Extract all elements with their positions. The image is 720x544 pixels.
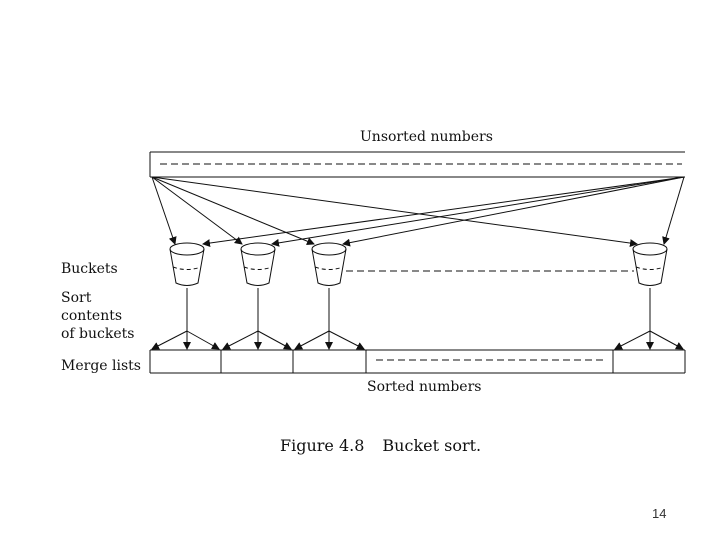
distribution-arrow-right-3	[342, 176, 685, 247]
figure-caption: Figure 4.8 Bucket sort.	[280, 436, 481, 455]
bucket-body	[632, 248, 668, 286]
distribution-arrows	[151, 176, 685, 248]
sorted-numbers-label: Sorted numbers	[367, 379, 482, 395]
distribution-arrow-left-4	[151, 176, 638, 248]
fan-arrow-left	[614, 330, 651, 350]
distribution-arrow-right-2	[271, 176, 685, 247]
fan-arrow-right	[186, 330, 220, 350]
bucket-2	[240, 242, 276, 286]
figure-number: Figure 4.8	[280, 436, 365, 455]
sort-label-line3: of buckets	[61, 326, 135, 342]
distribution-arrow-left-1	[151, 176, 177, 245]
bucket-body	[169, 248, 205, 286]
merge-fan-1	[151, 288, 220, 350]
sorted-array	[149, 349, 686, 374]
bucket-rim	[311, 242, 347, 256]
merge-fan-3	[294, 288, 365, 350]
sort-label-line2: contents	[61, 308, 123, 324]
merge-lists-label: Merge lists	[61, 358, 141, 374]
bucket-rim	[240, 242, 276, 256]
bucket-fill-line	[314, 266, 344, 270]
sort-label-line1: Sort	[61, 290, 92, 306]
bucket-fill-line	[635, 266, 665, 270]
bucket-3	[311, 242, 347, 286]
merge-fan-arrows	[151, 288, 684, 350]
unsorted-numbers-label: Unsorted numbers	[360, 129, 493, 145]
bucket-rim	[632, 242, 668, 256]
distribution-arrow-left-3	[151, 176, 315, 246]
merge-fan-2	[222, 288, 292, 350]
bucket-4	[632, 242, 668, 286]
figure-title: Bucket sort.	[382, 436, 482, 455]
unsorted-array	[149, 151, 685, 178]
buckets	[169, 242, 668, 286]
merge-fan-4	[614, 288, 684, 350]
fan-arrow-left	[222, 330, 259, 350]
fan-arrow-right	[328, 330, 365, 350]
slide-number: 14	[652, 506, 667, 521]
fan-arrow-left	[294, 330, 330, 350]
distribution-arrow-right-1	[202, 176, 685, 247]
fan-arrow-right	[649, 330, 684, 350]
fan-arrow-right	[257, 330, 292, 350]
bucket-body	[311, 248, 347, 286]
bucket-fill-line	[172, 266, 202, 270]
fan-arrow-left	[151, 330, 188, 350]
bucket-fill-line	[243, 266, 273, 270]
distribution-arrow-left-2	[151, 176, 243, 245]
distribution-arrow-right-4	[662, 176, 685, 245]
buckets-label: Buckets	[61, 261, 118, 277]
bucket-1	[169, 242, 205, 286]
bucket-body	[240, 248, 276, 286]
bucket-rim	[169, 242, 205, 256]
